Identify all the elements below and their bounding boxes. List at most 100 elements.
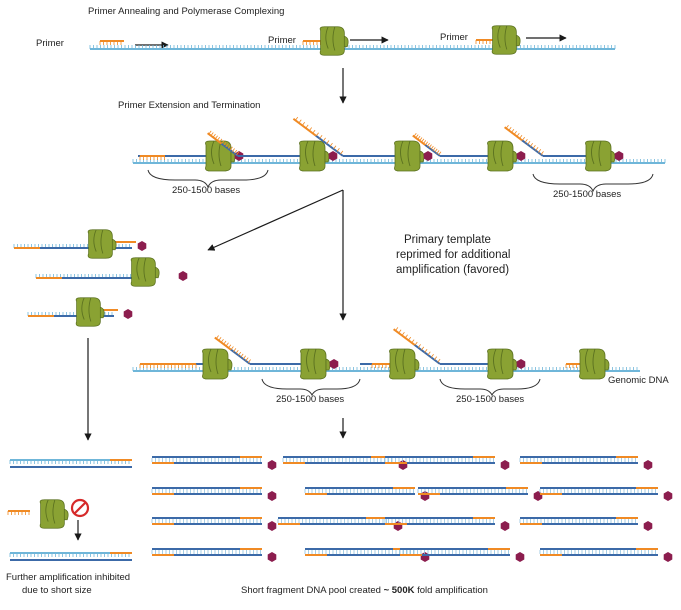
pool-fragment-1-2 bbox=[282, 456, 393, 464]
displaced-primer bbox=[292, 118, 317, 137]
polymerase-thumb bbox=[99, 306, 105, 319]
inhibited-line-2: due to short size bbox=[22, 585, 92, 596]
primer-rungs bbox=[302, 41, 325, 45]
displaced-synth bbox=[413, 344, 441, 365]
free-primer-1 bbox=[99, 40, 124, 45]
pool-fragment-1-1 bbox=[151, 456, 262, 464]
brace-bases-3 bbox=[261, 378, 361, 397]
pool-rungs bbox=[384, 519, 494, 523]
pool-rungs bbox=[417, 489, 527, 493]
displaced-strand-row3-1 bbox=[214, 335, 251, 365]
displaced-primer bbox=[393, 328, 416, 346]
pool-rungs bbox=[151, 519, 261, 523]
polymerase-row2-5 bbox=[585, 140, 616, 172]
terminator-short-3 bbox=[123, 309, 133, 319]
pool-terminator bbox=[500, 460, 510, 470]
displaced-rungs bbox=[295, 116, 344, 155]
polymerase-body bbox=[39, 499, 65, 529]
primer-row2-first bbox=[139, 155, 165, 160]
polymerase-thumb bbox=[325, 358, 331, 371]
pool-terminator bbox=[267, 460, 277, 470]
polymerase-lobes bbox=[81, 297, 92, 322]
pool-terminator bbox=[663, 552, 673, 562]
displaced-primer bbox=[214, 336, 232, 351]
pool-fragment-4-2 bbox=[304, 548, 415, 556]
inhibited-fragment-top bbox=[9, 459, 132, 468]
polymerase-body bbox=[487, 348, 514, 380]
polymerase-short-3 bbox=[75, 297, 105, 327]
terminator-row2-3 bbox=[423, 151, 433, 161]
displaced-synth bbox=[521, 139, 544, 157]
pool-terminator bbox=[663, 491, 673, 501]
polymerase-lobes bbox=[325, 26, 336, 51]
inhibited-rungs-b bbox=[9, 553, 130, 557]
pool-rungs bbox=[539, 550, 656, 554]
polymerase-body bbox=[300, 348, 327, 380]
pool-fragment-4-4 bbox=[539, 548, 658, 556]
step2-title: Primer Extension and Termination bbox=[118, 100, 260, 111]
polymerase-lobes bbox=[493, 348, 504, 375]
polymerase-row3-5 bbox=[579, 348, 610, 380]
pool-terminator bbox=[393, 521, 403, 531]
pool-caption-suffix: fold amplification bbox=[414, 585, 487, 596]
polymerase-thumb bbox=[154, 266, 160, 279]
pool-rungs bbox=[384, 458, 494, 462]
polymerase-lobes bbox=[45, 499, 56, 524]
inhibited-line-1: Further amplification inhibited bbox=[6, 572, 130, 583]
polymerase-lobes bbox=[305, 140, 316, 167]
pool-fragment-3-3 bbox=[384, 517, 495, 525]
displaced-strand-row2-3 bbox=[412, 132, 442, 157]
polymerase-row2-3 bbox=[394, 140, 425, 172]
bases-label-3: 250-1500 bases bbox=[276, 394, 344, 405]
polymerase-lobes bbox=[591, 140, 602, 167]
displaced-rungs bbox=[505, 124, 544, 155]
polymerase-lobes bbox=[585, 348, 596, 375]
primer-row3-first bbox=[139, 363, 197, 368]
displaced-rungs bbox=[215, 335, 251, 363]
pool-caption: Short fragment DNA pool created ~ 500K f… bbox=[241, 585, 488, 596]
bases-label-2: 250-1500 bases bbox=[553, 189, 621, 200]
polymerase-lobes bbox=[493, 140, 504, 167]
brace-bases-2 bbox=[532, 173, 654, 193]
terminator-short-2 bbox=[178, 271, 188, 281]
pool-terminator bbox=[267, 521, 277, 531]
pool-terminator bbox=[267, 491, 277, 501]
polymerase-body bbox=[202, 348, 229, 380]
inhibited-fragment-bottom bbox=[9, 552, 132, 561]
displaced-synth bbox=[220, 142, 239, 157]
polymerase-short-2 bbox=[130, 257, 160, 287]
pool-fragment-4-1 bbox=[151, 548, 262, 556]
reprime-line-3: amplification (favored) bbox=[396, 264, 509, 276]
polymerase-thumb bbox=[63, 508, 69, 521]
primer-rungs bbox=[139, 364, 197, 368]
pool-rungs bbox=[304, 550, 414, 554]
inhibited-free-primer bbox=[7, 510, 30, 515]
polymerase-row1-b bbox=[491, 25, 521, 55]
polymerase-row3-1 bbox=[202, 348, 233, 380]
genomic-template-row1 bbox=[89, 45, 616, 50]
pool-terminator bbox=[643, 521, 653, 531]
polymerase-inhibited bbox=[39, 499, 69, 529]
pool-caption-prefix: Short fragment DNA pool created bbox=[241, 585, 384, 596]
polymerase-body bbox=[299, 140, 326, 172]
polymerase-lobes bbox=[93, 229, 104, 254]
terminator-row3-4 bbox=[516, 359, 526, 369]
pool-terminator bbox=[500, 521, 510, 531]
pool-caption-bold: ~ 500K bbox=[384, 585, 415, 596]
polymerase-body bbox=[75, 297, 101, 327]
polymerase-row1-a bbox=[319, 26, 349, 56]
primer-label-2: Primer bbox=[268, 35, 296, 46]
pool-rungs bbox=[151, 458, 261, 462]
polymerase-body bbox=[319, 26, 345, 56]
displaced-strand-row2-4 bbox=[504, 124, 544, 157]
reprime-line-2: reprimed for additional bbox=[396, 249, 510, 261]
polymerase-thumb bbox=[512, 358, 518, 371]
pool-fragment-2-2 bbox=[304, 487, 415, 495]
polymerase-body bbox=[389, 348, 416, 380]
primer-rungs bbox=[139, 156, 165, 160]
pool-rungs bbox=[151, 489, 261, 493]
inhibited-rungs bbox=[9, 460, 130, 464]
displaced-strand-row2-2 bbox=[292, 116, 344, 157]
